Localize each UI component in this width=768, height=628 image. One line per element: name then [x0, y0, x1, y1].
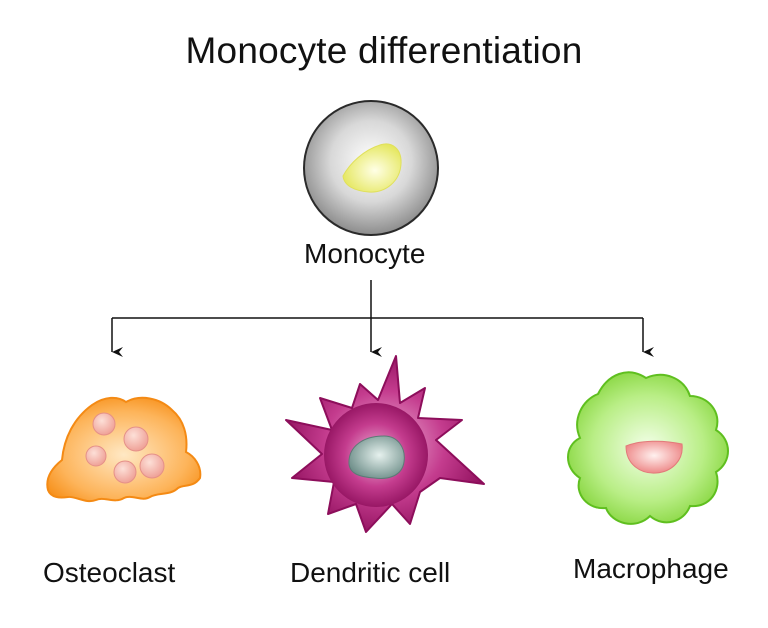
dendritic-cell-label: Dendritic cell [290, 557, 451, 588]
monocyte-cell-icon [303, 100, 439, 236]
branch-arrows [111, 280, 654, 357]
osteoclast-cell-icon [46, 396, 202, 503]
dendritic-cell-icon [285, 355, 485, 533]
osteoclast-label: Osteoclast [43, 557, 176, 588]
macrophage-label: Macrophage [573, 553, 729, 584]
page-title: Monocyte differentiation [185, 30, 583, 71]
macrophage-cell-icon [567, 371, 729, 525]
monocyte-label: Monocyte [304, 238, 426, 269]
